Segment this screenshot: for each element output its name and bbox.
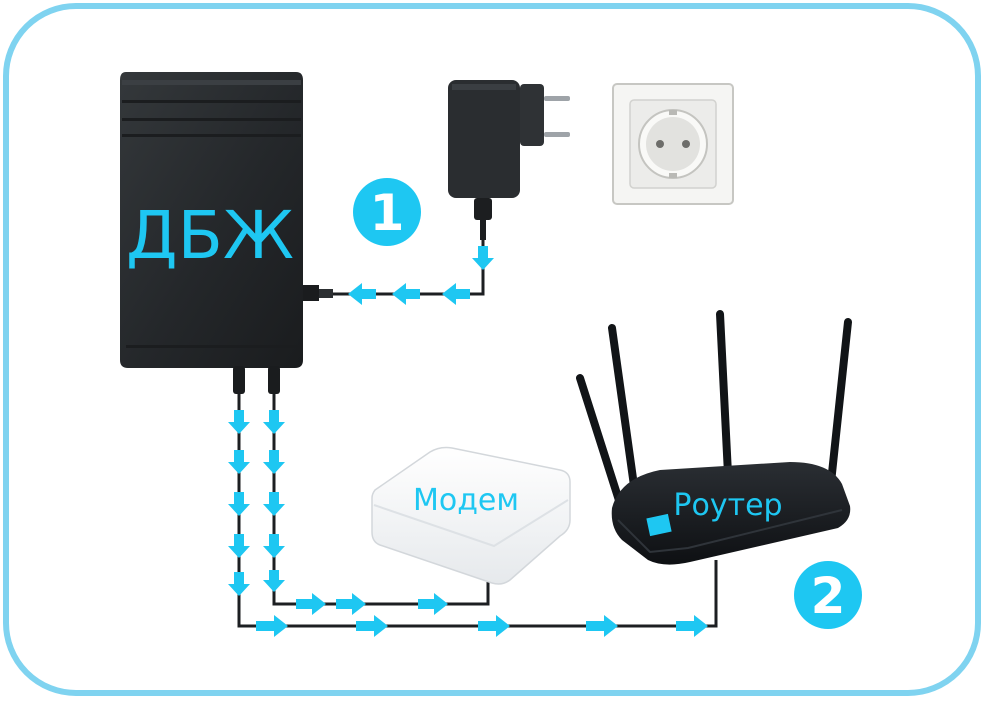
step-1-badge: 1	[353, 178, 421, 246]
flow-arrow-icon	[348, 283, 376, 305]
flow-arrow-icon	[263, 450, 285, 474]
router-icon: Роутер	[576, 310, 852, 565]
flow-arrow-icon	[263, 570, 285, 592]
router-label: Роутер	[673, 488, 782, 523]
modem-icon: Модем	[371, 446, 571, 585]
flow-arrow-icon	[296, 593, 326, 615]
flow-arrow-icon	[228, 492, 250, 516]
flow-arrow-icon	[228, 534, 250, 558]
flow-arrow-icon	[263, 492, 285, 516]
flow-arrow-icon	[263, 534, 285, 558]
flow-arrow-icon	[442, 283, 470, 305]
flow-arrow-icon	[472, 246, 494, 270]
flow-arrow-icon	[228, 410, 250, 434]
modem-label: Модем	[413, 483, 519, 518]
ups-label: ДБЖ	[126, 197, 294, 274]
flow-arrow-icon	[586, 615, 618, 637]
ups-device: ДБЖ	[120, 72, 333, 394]
flow-arrow-icon	[676, 615, 708, 637]
flow-arrows	[228, 246, 708, 637]
flow-arrow-icon	[392, 283, 420, 305]
flow-arrow-icon	[336, 593, 366, 615]
step-2-number: 2	[811, 567, 846, 625]
flow-arrow-icon	[478, 615, 510, 637]
flow-arrow-icon	[228, 572, 250, 596]
step-2-badge: 2	[794, 561, 862, 629]
flow-arrow-icon	[256, 615, 288, 637]
step-1-number: 1	[370, 184, 405, 242]
wall-socket-icon	[612, 83, 734, 205]
power-adapter-icon	[448, 80, 570, 240]
flow-arrow-icon	[356, 615, 388, 637]
flow-arrow-icon	[228, 450, 250, 474]
flow-arrow-icon	[418, 593, 448, 615]
flow-arrow-icon	[263, 410, 285, 434]
